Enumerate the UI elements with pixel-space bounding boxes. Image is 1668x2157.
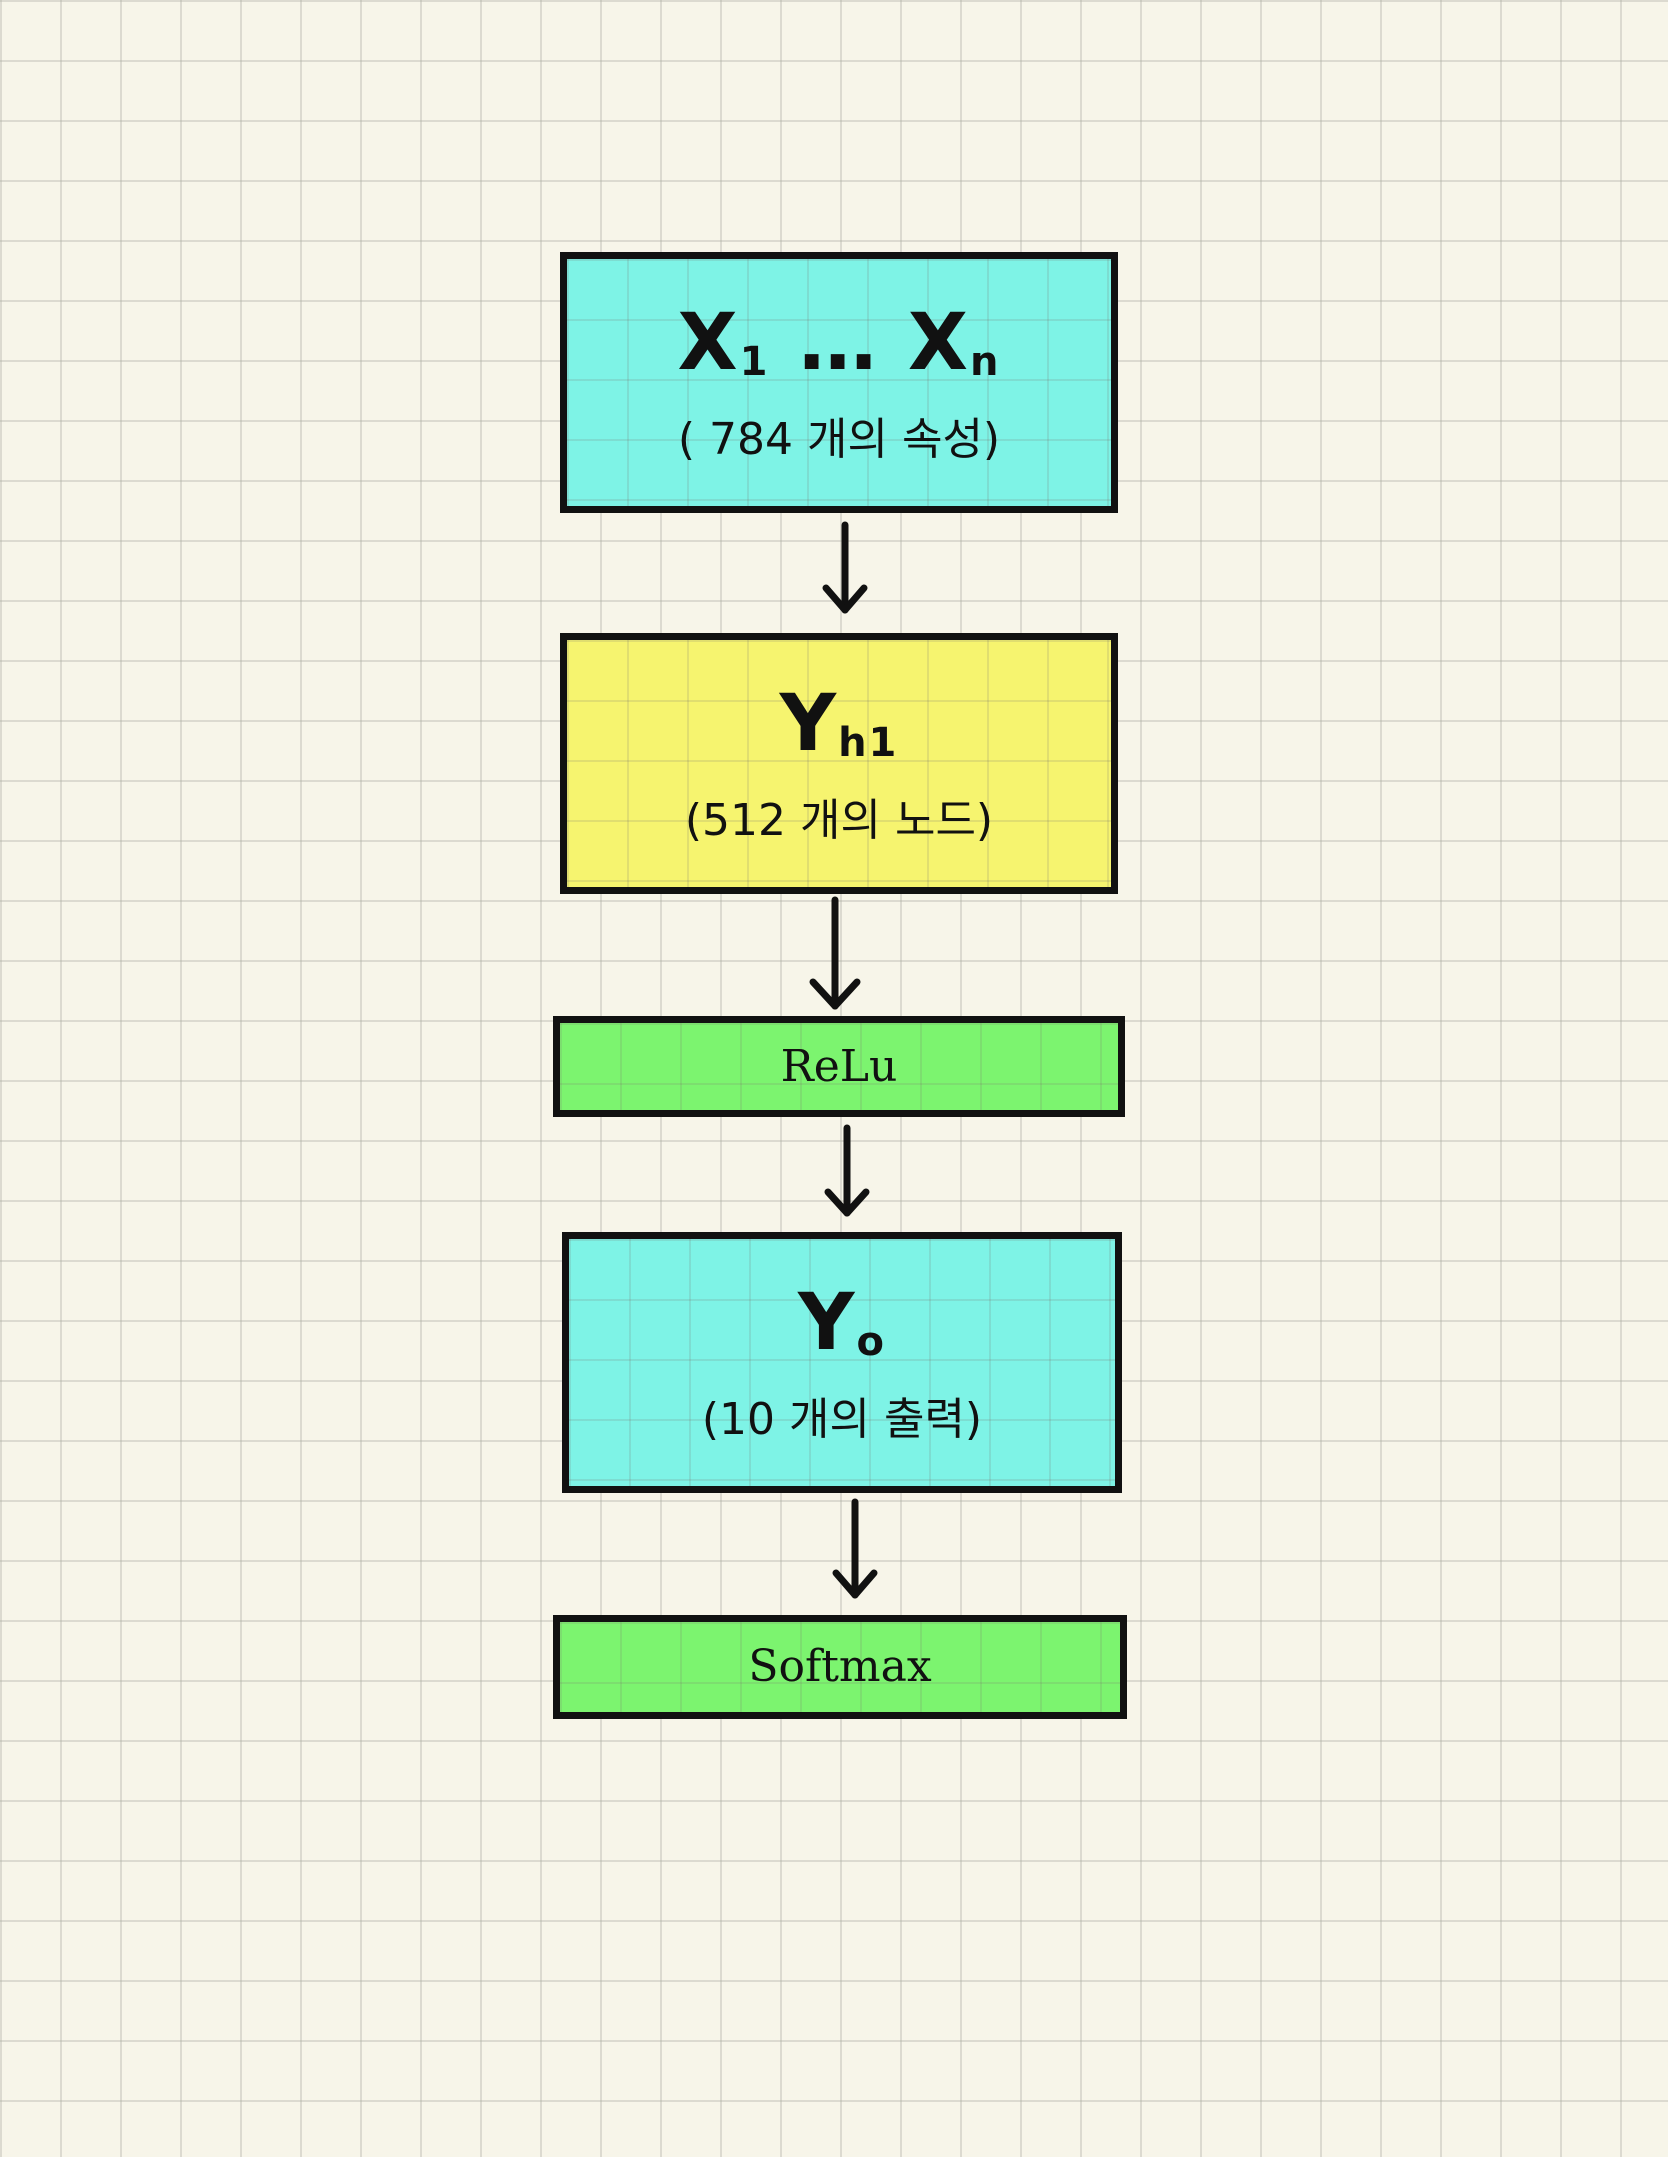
input-title-subn: n	[969, 338, 1001, 385]
hidden-title-y: Y	[779, 678, 839, 769]
softmax-activation-box: Softmax	[553, 1615, 1127, 1719]
output-layer-subtitle: (10 개의 출력)	[701, 1393, 983, 1445]
output-layer-title: Yo	[798, 1284, 886, 1362]
softmax-label: Softmax	[748, 1641, 932, 1692]
input-title-xn: X	[907, 297, 970, 388]
input-title-x1: X	[677, 297, 740, 388]
arrow-relu-to-output	[824, 1124, 870, 1217]
output-title-y: Y	[798, 1277, 857, 1368]
arrow-input-to-hidden	[822, 521, 868, 614]
input-layer-subtitle: ( 784 개의 속성)	[677, 413, 1001, 465]
output-layer-box: Yo (10 개의 출력)	[562, 1232, 1122, 1493]
input-title-dots: …	[769, 297, 908, 388]
output-title-sub: o	[856, 1318, 886, 1365]
relu-label: ReLu	[780, 1040, 898, 1092]
relu-activation-box: ReLu	[553, 1016, 1125, 1117]
input-title-sub1: 1	[739, 338, 770, 385]
hidden-layer-subtitle: (512 개의 노드)	[684, 794, 994, 846]
input-layer-box: X1 … Xn ( 784 개의 속성)	[560, 252, 1118, 513]
hidden-layer-box: Yh1 (512 개의 노드)	[560, 633, 1118, 894]
input-layer-title: X1 … Xn	[678, 304, 1001, 382]
hidden-layer-title: Yh1	[780, 685, 899, 763]
arrow-output-to-softmax	[832, 1498, 878, 1599]
hidden-title-sub: h1	[838, 719, 899, 766]
arrow-hidden-to-relu	[809, 896, 861, 1010]
